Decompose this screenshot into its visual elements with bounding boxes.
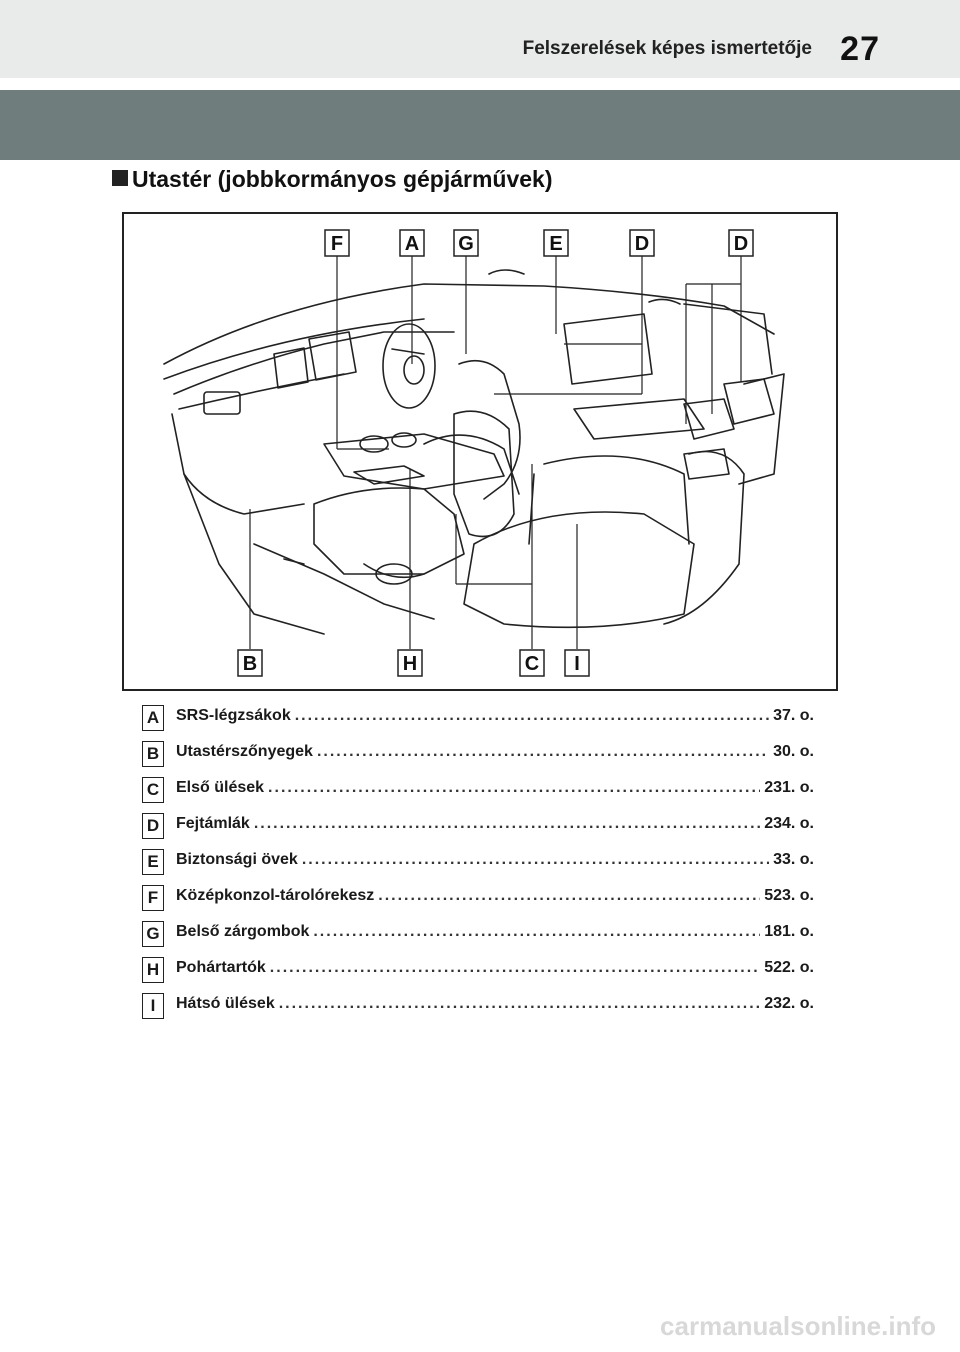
list-item: I Hátsó ülések 232. o. [142, 993, 822, 1029]
entry-label: Hátsó ülések [176, 995, 275, 1012]
page-ref: 522. o. [764, 959, 814, 976]
index-entry[interactable]: Utastérszőnyegek 30. o. [176, 743, 814, 761]
callout-d1: D [635, 233, 649, 255]
callout-d2-box [728, 229, 754, 257]
callout-h: H [403, 653, 417, 675]
index-key: F [142, 885, 164, 911]
index-entry[interactable]: Pohártartók 522. o. [176, 959, 814, 977]
page-ref: 523. o. [764, 887, 814, 904]
leader-dots [295, 707, 769, 725]
page-ref: 30. o. [773, 743, 814, 760]
entry-label: Biztonsági övek [176, 851, 298, 868]
entry-label: SRS-légzsákok [176, 707, 291, 724]
entry-label: Pohártartók [176, 959, 266, 976]
callout-c-box [519, 649, 545, 677]
leader-dots [279, 995, 760, 1013]
index-list: A SRS-légzsákok 37. o. B Utastérszőnyegek… [142, 705, 822, 1029]
index-entry[interactable]: Belső zárgombok 181. o. [176, 923, 814, 941]
callout-g: G [458, 233, 474, 255]
page-number: 27 [840, 30, 880, 68]
page-ref: 33. o. [773, 851, 814, 868]
leader-dots [302, 851, 769, 869]
index-key: A [142, 705, 164, 731]
entry-label: Belső zárgombok [176, 923, 310, 940]
callout-d1-box [629, 229, 655, 257]
page-ref: 234. o. [764, 815, 814, 832]
list-item: B Utastérszőnyegek 30. o. [142, 741, 822, 777]
list-item: G Belső zárgombok 181. o. [142, 921, 822, 957]
watermark: carmanualsonline.info [660, 1311, 936, 1341]
page-ref: 181. o. [764, 923, 814, 940]
entry-label: Középkonzol-tárolórekesz [176, 887, 375, 904]
leader-dots [268, 779, 760, 797]
callout-e: E [549, 233, 562, 255]
leader-dots [317, 743, 769, 761]
header-band [0, 90, 960, 160]
list-item: F Középkonzol-tárolórekesz 523. o. [142, 885, 822, 921]
callout-g-box [453, 229, 479, 257]
callout-a: A [405, 233, 419, 255]
interior-diagram: F A G E D D B H C I [122, 212, 838, 691]
top-strip [0, 0, 960, 78]
index-key: E [142, 849, 164, 875]
leader-dots [270, 959, 760, 977]
index-entry[interactable]: Középkonzol-tárolórekesz 523. o. [176, 887, 814, 905]
leader-dots [313, 923, 760, 941]
callout-h-box [397, 649, 423, 677]
index-entry[interactable]: Biztonsági övek 33. o. [176, 851, 814, 869]
index-key: D [142, 813, 164, 839]
page-ref: 231. o. [764, 779, 814, 796]
index-key: H [142, 957, 164, 983]
index-entry[interactable]: SRS-légzsákok 37. o. [176, 707, 814, 725]
section-square-icon [112, 170, 128, 186]
index-key: I [142, 993, 164, 1019]
callout-e-box [543, 229, 569, 257]
callout-i-box [564, 649, 590, 677]
leader-dots [254, 815, 760, 833]
leader-dots [378, 887, 760, 905]
index-key: C [142, 777, 164, 803]
index-entry[interactable]: Hátsó ülések 232. o. [176, 995, 814, 1013]
page-ref: 37. o. [773, 707, 814, 724]
entry-label: Első ülések [176, 779, 265, 796]
callout-a-box [399, 229, 425, 257]
callout-c: C [525, 653, 539, 675]
car-interior-illustration: F A G E D D B H C I [163, 229, 785, 677]
running-head: Felszerelések képes ismertetője [522, 38, 812, 59]
list-item: E Biztonsági övek 33. o. [142, 849, 822, 885]
index-key: G [142, 921, 164, 947]
callout-b: B [243, 653, 257, 675]
callout-i: I [574, 653, 580, 675]
list-item: H Pohártartók 522. o. [142, 957, 822, 993]
index-key: B [142, 741, 164, 767]
section-title: Utastér (jobbkormányos gépjárművek) [112, 166, 553, 193]
index-entry[interactable]: Fejtámlák 234. o. [176, 815, 814, 833]
entry-label: Fejtámlák [176, 815, 250, 832]
callout-f-box [324, 229, 350, 257]
callout-f: F [331, 233, 343, 255]
entry-label: Utastérszőnyegek [176, 743, 313, 760]
page-ref: 232. o. [764, 995, 814, 1012]
section-title-text: Utastér (jobbkormányos gépjárművek) [132, 166, 553, 192]
list-item: C Első ülések 231. o. [142, 777, 822, 813]
list-item: D Fejtámlák 234. o. [142, 813, 822, 849]
index-entry[interactable]: Első ülések 231. o. [176, 779, 814, 797]
callout-b-box [237, 649, 263, 677]
list-item: A SRS-légzsákok 37. o. [142, 705, 822, 741]
callout-d2: D [734, 233, 748, 255]
